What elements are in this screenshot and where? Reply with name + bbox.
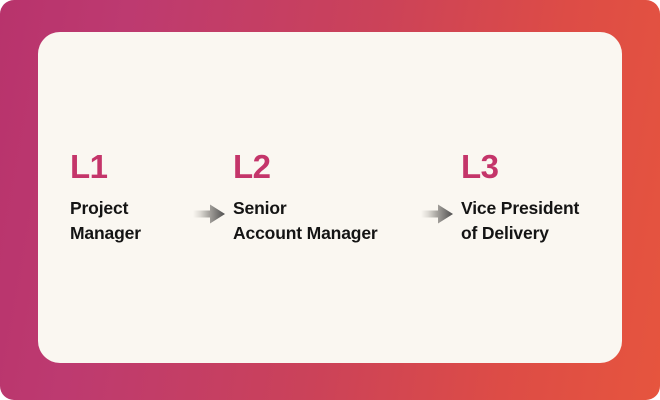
level-title-l1-line-1: Project — [70, 198, 129, 218]
arrow-right-icon — [421, 204, 453, 224]
level-block-l2: L2 Senior Account Manager — [233, 150, 413, 246]
level-code-l3: L3 — [461, 148, 499, 185]
level-title-l3-line-1: Vice President — [461, 198, 580, 218]
level-title-l1-line-2: Manager — [70, 222, 141, 243]
level-title-l3: Vice President of Delivery — [461, 196, 579, 246]
level-title-l3-line-2: of Delivery — [461, 222, 549, 243]
connector-arrow-1 — [185, 150, 233, 224]
level-title-l2-line-1: Senior — [233, 198, 287, 218]
level-code-l1: L1 — [70, 148, 108, 185]
level-title-l2-line-2: Account Manager — [233, 222, 378, 243]
connector-arrow-2 — [413, 150, 461, 224]
level-title-l1: Project Manager — [70, 196, 141, 246]
career-progression-flow: L1 Project Manager — [38, 150, 622, 280]
arrow-right-icon — [193, 204, 225, 224]
level-block-l3: L3 Vice President of Delivery — [461, 150, 611, 246]
level-code-l2: L2 — [233, 148, 271, 185]
diagram-card: L1 Project Manager — [38, 32, 622, 363]
level-block-l1: L1 Project Manager — [70, 150, 185, 246]
level-title-l2: Senior Account Manager — [233, 196, 378, 246]
